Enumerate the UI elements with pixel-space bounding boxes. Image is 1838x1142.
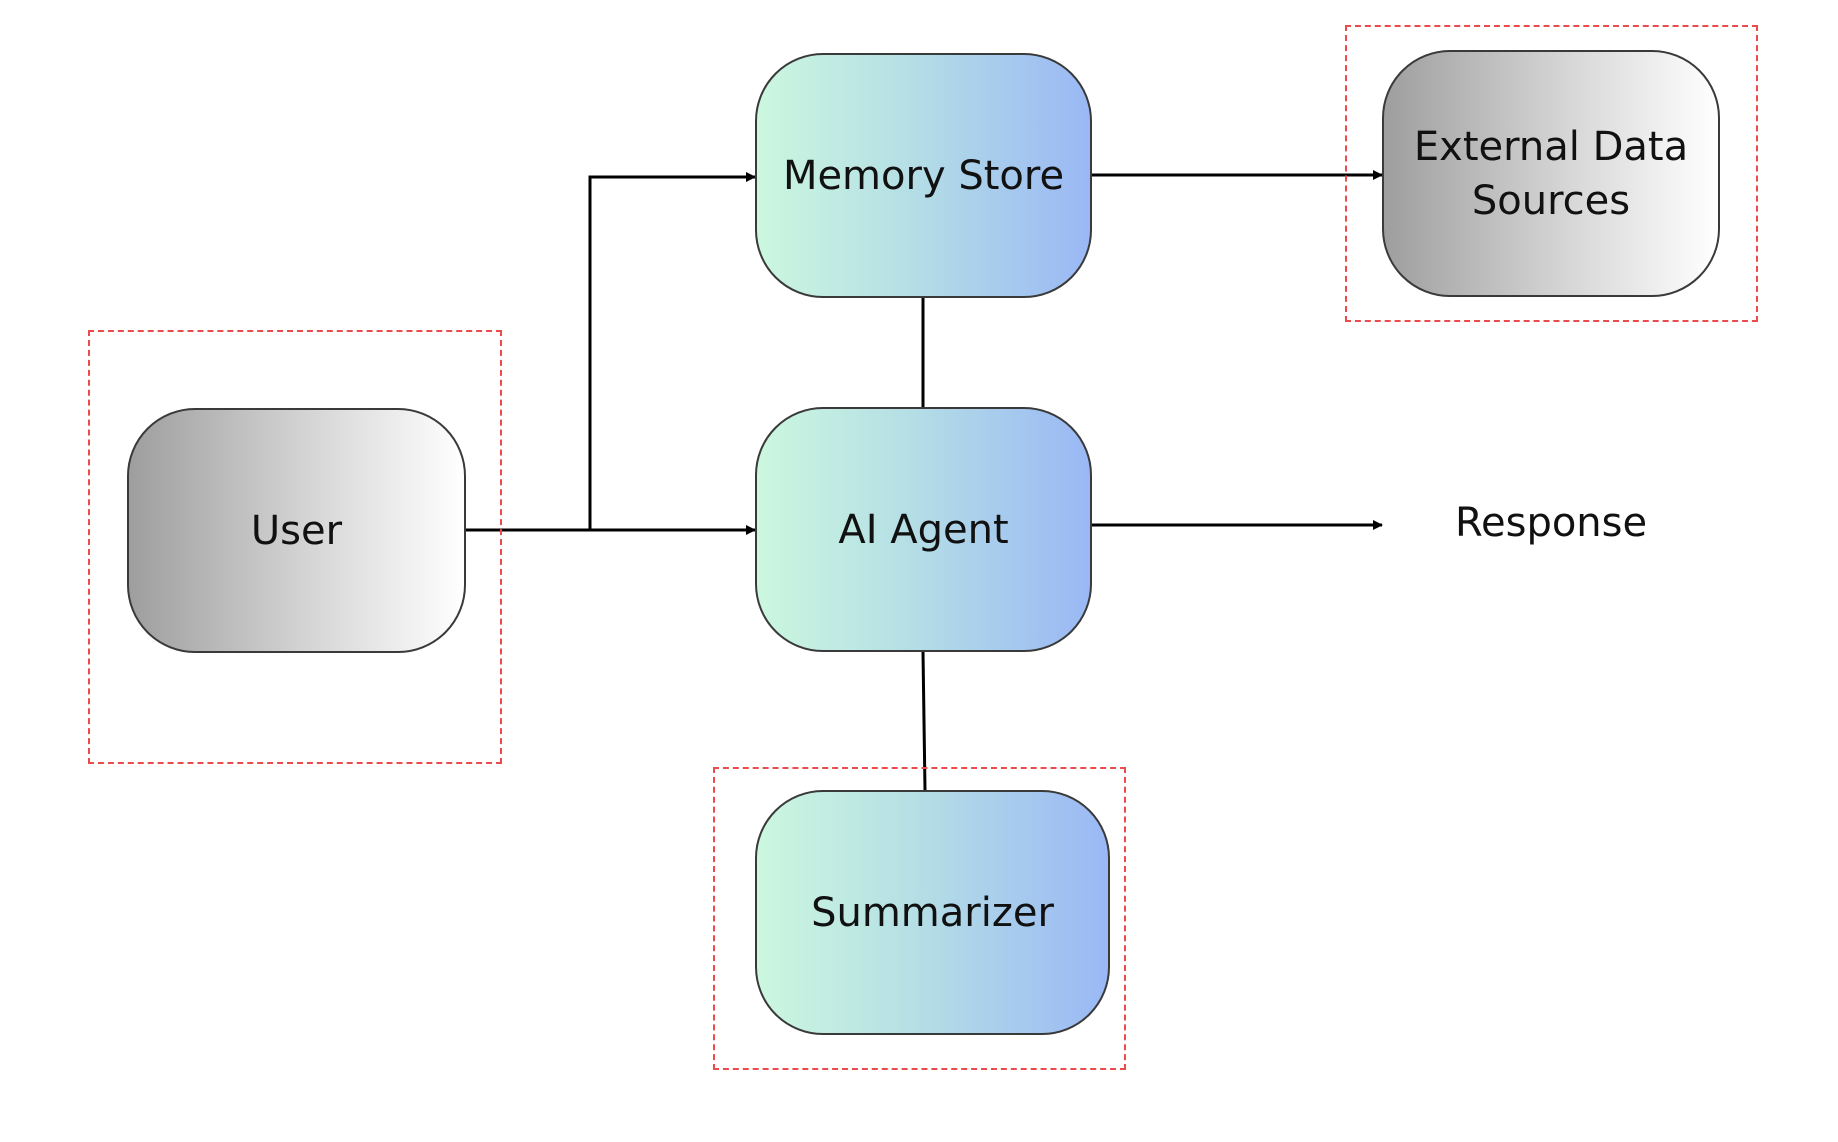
node-summarizer: Summarizer (755, 790, 1110, 1035)
highlight-frame-user (88, 330, 502, 764)
node-user-label: User (250, 507, 343, 554)
edge-user-to-memory (588, 172, 756, 530)
highlight-frame-summarizer (713, 767, 1126, 1070)
node-memory-store: Memory Store (755, 53, 1092, 298)
node-summarizer-label: Summarizer (811, 889, 1054, 936)
highlight-frame-external-data (1345, 25, 1758, 322)
node-user: User (127, 408, 466, 653)
node-memory-store-label: Memory Store (782, 152, 1065, 199)
node-external-data-label-line2: Sources (1471, 177, 1631, 224)
node-ai-agent: AI Agent (755, 407, 1092, 652)
node-ai-agent-label: AI Agent (838, 506, 1009, 553)
node-external-data-sources: External Data Sources (1382, 50, 1720, 297)
response-label: Response (1455, 500, 1648, 546)
node-external-data-label-line1: External Data (1413, 123, 1689, 170)
